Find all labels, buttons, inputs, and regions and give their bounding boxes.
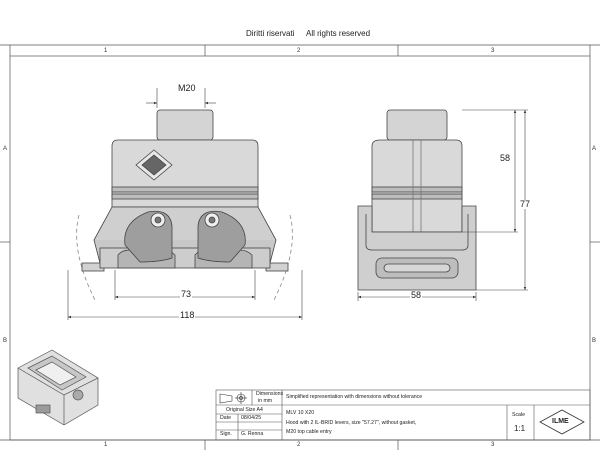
left-lever xyxy=(124,210,173,263)
tb-original-size: Original Size A4 xyxy=(226,407,263,413)
zone-row-b-left: B xyxy=(3,338,8,344)
zone-row-b-right: B xyxy=(592,338,597,344)
ilme-title-logo xyxy=(539,409,585,435)
tb-logo-text: ILME xyxy=(552,418,569,425)
tb-date-value: 08/04/25 xyxy=(241,415,262,421)
tb-sign-value: G. Renna xyxy=(241,431,264,437)
tb-description-1: Hood with 2 IL-BRID levers, size "57.27"… xyxy=(286,420,417,426)
ilme-logo-icon xyxy=(135,149,173,181)
zone-col-3-top: 3 xyxy=(491,48,495,54)
tb-dimensions-unit: in mm xyxy=(258,398,273,404)
tb-date-label: Date xyxy=(220,415,231,421)
tb-sign-label: Sign. xyxy=(220,431,232,437)
zone-row-a-left: A xyxy=(3,146,8,152)
tb-scale-value: 1:1 xyxy=(514,424,526,433)
rights-reserved-en: All rights reserved xyxy=(306,29,371,38)
zone-col-2-bottom: 2 xyxy=(297,442,301,448)
zone-col-2-top: 2 xyxy=(297,48,301,54)
title-block xyxy=(215,389,591,441)
dim-depth: 58 xyxy=(410,290,423,300)
rights-reserved-it: Diritti riservati xyxy=(246,29,295,38)
zone-col-1-bottom: 1 xyxy=(104,442,108,448)
right-lever xyxy=(197,210,246,263)
isometric-view xyxy=(17,349,99,426)
tb-note: Simplified representation with dimension… xyxy=(286,394,423,400)
projection-symbol-icon xyxy=(219,392,247,404)
zone-row-a-right: A xyxy=(592,146,597,152)
dim-height-upper: 58 xyxy=(500,153,511,163)
tb-part-code: MLV 10 X20 xyxy=(286,410,315,416)
front-view xyxy=(76,109,293,301)
side-view xyxy=(357,109,477,291)
dim-cable-entry: M20 xyxy=(178,83,196,93)
zone-col-1-top: 1 xyxy=(104,48,108,54)
tb-description-2: M20 top cable entry xyxy=(286,429,332,435)
tb-dimensions-label: Dimensions xyxy=(256,391,284,397)
zone-col-3-bottom: 3 xyxy=(491,442,495,448)
dim-width-total: 118 xyxy=(179,310,196,320)
tb-scale-label: Scale xyxy=(512,412,525,418)
dim-width-inner: 73 xyxy=(180,289,193,299)
dim-height-total: 77 xyxy=(520,199,531,209)
